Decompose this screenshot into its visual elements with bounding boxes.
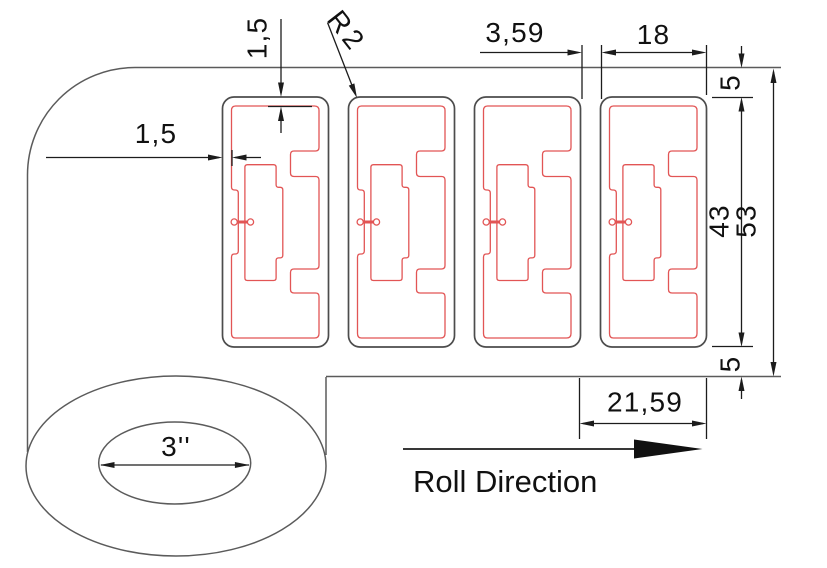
svg-text:1,5: 1,5 [135,118,178,149]
svg-text:3,59: 3,59 [485,17,544,48]
svg-text:1,5: 1,5 [242,17,273,60]
svg-text:5: 5 [715,356,746,373]
svg-text:5: 5 [715,74,746,91]
svg-text:21,59: 21,59 [607,387,683,418]
svg-text:18: 18 [637,19,671,50]
svg-text:53: 53 [731,204,762,238]
svg-text:43: 43 [704,204,735,238]
svg-text:3'': 3'' [161,431,191,462]
svg-text:Roll Direction: Roll Direction [413,464,597,499]
